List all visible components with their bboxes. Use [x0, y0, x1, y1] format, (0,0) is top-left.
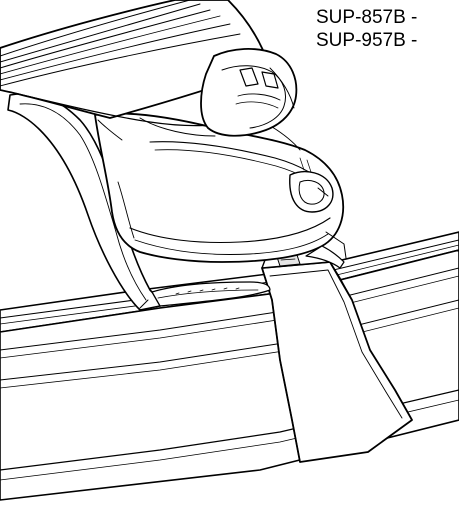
roof-rail — [0, 232, 459, 500]
foot-body — [8, 94, 346, 310]
part-code-label: SUP-857B - — [316, 7, 418, 28]
load-bar — [0, 0, 296, 140]
part-code-label: SUP-957B - — [316, 30, 418, 51]
part-code-labels: SUP-857B - SUP-957B - — [316, 6, 417, 52]
